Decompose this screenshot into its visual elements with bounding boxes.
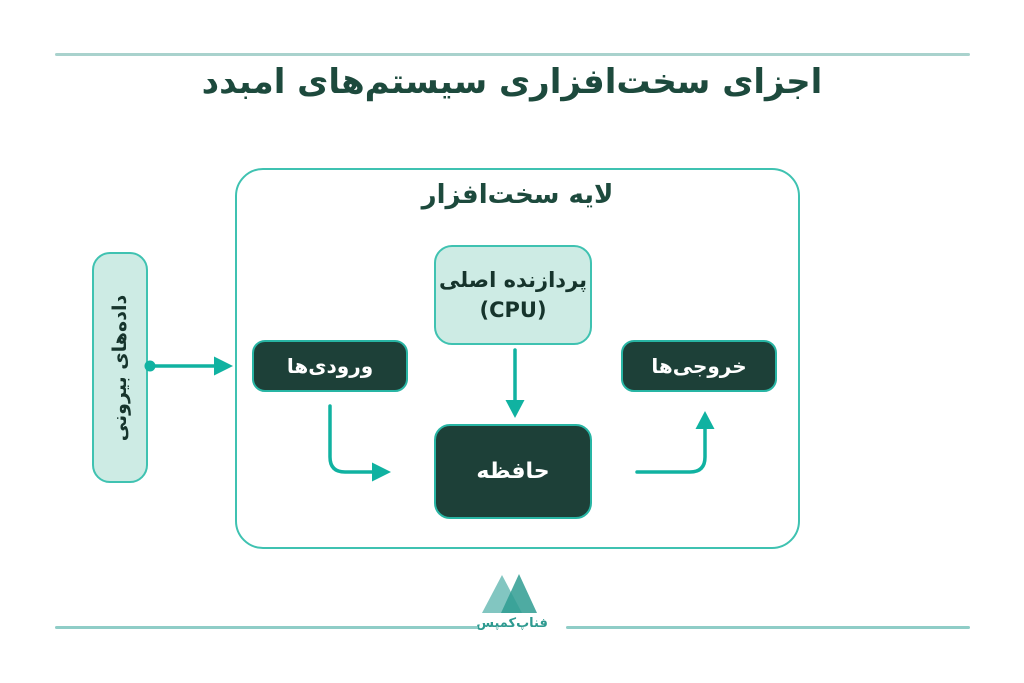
cpu-node: پردازنده اصلی (CPU)	[434, 245, 592, 345]
external-data-node: داده‌های بیرونی	[92, 252, 148, 483]
cpu-label-line1: پردازنده اصلی	[438, 267, 588, 292]
memory-label: حافظه	[476, 459, 550, 484]
outputs-node: خروجی‌ها	[621, 340, 777, 392]
inputs-label: ورودی‌ها	[286, 354, 374, 378]
outputs-label: خروجی‌ها	[651, 354, 747, 378]
brand-name: فناپ‌کمپس	[476, 616, 548, 631]
hardware-layer-label: لایه سخت‌افزار	[421, 180, 614, 210]
diagram-title: اجزای سخت‌افزاری سیستم‌های امبدد	[201, 62, 823, 102]
arrow-external-to-inputs-head	[214, 356, 233, 376]
external-data-label: داده‌های بیرونی	[108, 294, 131, 441]
inputs-node: ورودی‌ها	[252, 340, 408, 392]
logo-right-mountain-icon	[501, 574, 537, 613]
top-divider	[55, 53, 970, 56]
memory-node: حافظه	[434, 424, 592, 519]
bottom-divider-left	[55, 626, 478, 629]
cpu-label-line2: (CPU)	[479, 298, 547, 322]
brand-logo	[482, 574, 537, 613]
bottom-divider-right	[566, 626, 970, 629]
